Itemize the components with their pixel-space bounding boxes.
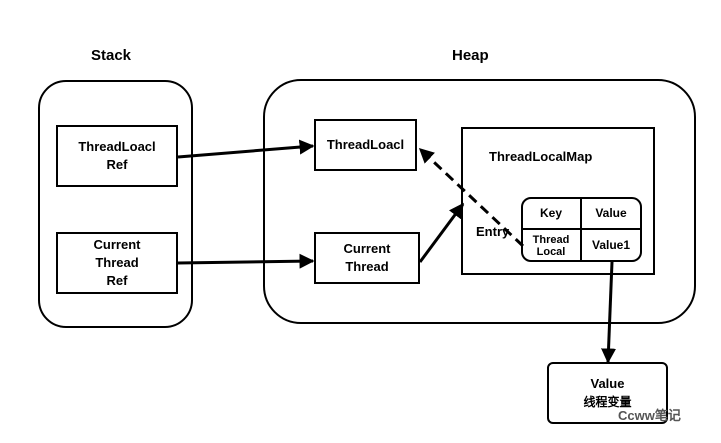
arrow-current-thread-ref [177, 253, 315, 269]
current-thread-line1: Current [343, 241, 391, 256]
value-box-line1: Value [590, 376, 625, 391]
arrow-threadlocal-ref [177, 139, 315, 159]
entry-label: Entry [476, 224, 510, 239]
current-thread-ref-line3: Ref [106, 273, 128, 288]
current-thread-box: Current Thread [314, 232, 420, 284]
watermark: Ccww笔记 [618, 408, 681, 423]
heap-container [263, 79, 696, 324]
current-thread-ref-box: Current Thread Ref [56, 232, 178, 294]
value-box: Value 线程变量 [547, 362, 668, 424]
stack-title: Stack [91, 47, 132, 64]
key-cell: Thread Local [522, 230, 580, 261]
key-header: Key [539, 206, 562, 220]
threadlocal-ref-line2: Ref [106, 157, 128, 172]
threadlocal-label: ThreadLoacl [326, 137, 405, 152]
value-header: Value [595, 206, 627, 220]
value-cell: Value1 [591, 238, 631, 252]
value-box-line2: 线程变量 [583, 395, 632, 409]
threadlocalmap-title: ThreadLocalMap [489, 149, 593, 164]
threadlocal-box: ThreadLoacl [314, 119, 417, 171]
heap-title: Heap [452, 47, 489, 64]
threadlocal-ref-line1: ThreadLoacl [78, 139, 156, 154]
stack-container [38, 80, 193, 328]
key-cell-line2: Local [536, 245, 566, 258]
current-thread-line2: Thread [345, 259, 389, 274]
key-cell-line1: Thread [532, 233, 570, 246]
arrow-key-to-threadlocal-dashed [418, 147, 525, 248]
current-thread-ref-line1: Current [93, 237, 141, 252]
arrow-value1-to-value [601, 261, 617, 364]
current-thread-ref-line2: Thread [95, 255, 139, 270]
threadlocal-ref-box: ThreadLoacl Ref [56, 125, 178, 187]
entry-table-vline [580, 198, 582, 261]
arrow-thread-to-map [418, 202, 465, 263]
